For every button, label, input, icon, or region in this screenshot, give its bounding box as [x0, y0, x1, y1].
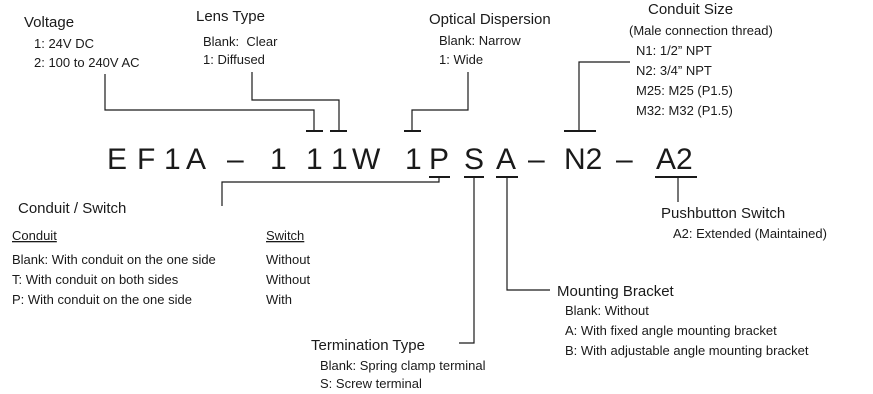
termination-type-title: Termination Type — [311, 337, 425, 354]
conduit-row-3: P: With conduit on the one side — [12, 292, 192, 307]
leader-conduit-size — [578, 61, 630, 131]
code-char-conduit-size: N2 — [564, 143, 602, 176]
switch-row-1: Without — [266, 252, 310, 267]
voltage-option-1: 1: 24V DC — [34, 36, 94, 51]
switch-column-header: Switch — [266, 228, 304, 243]
termination-type-group: Termination Type Blank: Spring clamp ter… — [311, 337, 486, 391]
code-char-lens: 1 — [331, 143, 348, 176]
optical-dispersion-option-1: Blank: Narrow — [439, 33, 521, 48]
code-dash-3: – — [616, 143, 633, 176]
mounting-bracket-option-3: B: With adjustable angle mounting bracke… — [565, 343, 809, 358]
conduit-size-option-3: M25: M25 (P1.5) — [636, 83, 733, 98]
voltage-title: Voltage — [24, 14, 74, 31]
code-dash-1: – — [227, 143, 244, 176]
switch-row-3: With — [266, 292, 292, 307]
code-char-W: W — [352, 143, 381, 176]
conduit-switch-group: Conduit / Switch Conduit Switch Blank: W… — [12, 200, 310, 307]
code-char-dispersion: 1 — [405, 143, 422, 176]
optical-dispersion-option-2: 1: Wide — [439, 52, 483, 67]
lens-type-option-1: Blank: Clear — [203, 34, 278, 49]
leader-conduit-switch — [221, 177, 440, 206]
code-char-pushbutton: A2 — [656, 143, 693, 176]
conduit-size-option-2: N2: 3/4” NPT — [636, 63, 712, 78]
conduit-row-2: T: With conduit on both sides — [12, 272, 179, 287]
leader-voltage — [104, 74, 315, 131]
code-char-voltage: 1 — [306, 143, 323, 176]
leader-lines — [104, 61, 679, 344]
lens-type-title: Lens Type — [196, 8, 265, 25]
code-char-1: 1 — [164, 143, 181, 176]
mounting-bracket-group: Mounting Bracket Blank: Without A: With … — [557, 283, 809, 358]
code-char-termination: S — [464, 143, 484, 176]
conduit-size-option-1: N1: 1/2” NPT — [636, 43, 712, 58]
code-char-1b: 1 — [270, 143, 287, 176]
code-char-E: E — [107, 143, 127, 176]
conduit-size-subtitle: (Male connection thread) — [629, 23, 773, 38]
conduit-column-header: Conduit — [12, 228, 57, 243]
pushbutton-switch-group: Pushbutton Switch A2: Extended (Maintain… — [661, 205, 827, 241]
lens-type-group: Lens Type Blank: Clear 1: Diffused — [196, 8, 278, 67]
termination-type-option-2: S: Screw terminal — [320, 376, 422, 391]
mounting-bracket-title: Mounting Bracket — [557, 283, 675, 300]
voltage-group: Voltage 1: 24V DC 2: 100 to 240V AC — [24, 14, 140, 70]
leader-lens — [251, 72, 340, 131]
conduit-size-group: Conduit Size (Male connection thread) N1… — [629, 1, 773, 118]
code-char-F: F — [137, 143, 155, 176]
conduit-size-title: Conduit Size — [648, 1, 733, 18]
leader-bracket — [506, 177, 550, 291]
termination-type-option-1: Blank: Spring clamp terminal — [320, 358, 486, 373]
switch-row-2: Without — [266, 272, 310, 287]
mounting-bracket-option-2: A: With fixed angle mounting bracket — [565, 323, 777, 338]
lens-type-option-2: 1: Diffused — [203, 52, 265, 67]
leader-termination — [459, 177, 475, 344]
pushbutton-switch-title: Pushbutton Switch — [661, 205, 785, 222]
model-code: E F 1 A – 1 1 1 W 1 P S A – N2 – A2 — [107, 143, 693, 176]
voltage-option-2: 2: 100 to 240V AC — [34, 55, 140, 70]
leader-dispersion — [411, 72, 469, 131]
code-dash-2: – — [528, 143, 545, 176]
code-char-bracket: A — [496, 143, 516, 176]
conduit-row-1: Blank: With conduit on the one side — [12, 252, 216, 267]
optical-dispersion-title: Optical Dispersion — [429, 11, 551, 28]
optical-dispersion-group: Optical Dispersion Blank: Narrow 1: Wide — [429, 11, 551, 67]
mounting-bracket-option-1: Blank: Without — [565, 303, 649, 318]
code-char-conduit-switch: P — [429, 143, 449, 176]
pushbutton-switch-option-1: A2: Extended (Maintained) — [673, 226, 827, 241]
conduit-size-option-4: M32: M32 (P1.5) — [636, 103, 733, 118]
conduit-switch-title: Conduit / Switch — [18, 200, 126, 217]
code-char-A: A — [186, 143, 206, 176]
